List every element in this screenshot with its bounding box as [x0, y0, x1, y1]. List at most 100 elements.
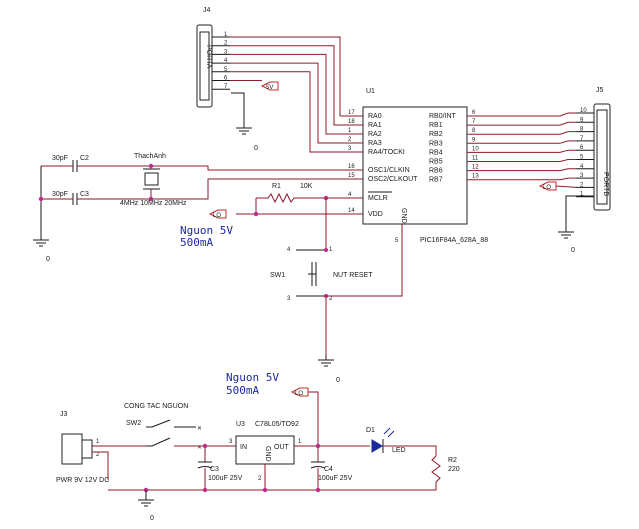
c3x-value: 30pF — [52, 191, 68, 198]
u1-pin-rb7: RB7 — [429, 177, 443, 184]
u1-pin-rb0-int: RB0/INT — [429, 113, 457, 120]
j4-5v-label: 5V — [266, 85, 273, 91]
c3-value: 100uF 25V — [208, 475, 243, 482]
j3-pin2: 2 — [96, 452, 100, 458]
ground-crystal-label: 0 — [46, 256, 50, 263]
power-supply-section: Nguon 5V 500mA LO J3 PWR 9V 12V DC 1 2 C… — [56, 371, 460, 522]
c2-ref: C2 — [80, 155, 89, 162]
j4-pin-3: 3 — [224, 49, 228, 55]
u1-pin-rb3: RB3 — [429, 140, 443, 147]
u1-pin-num-2: 2 — [348, 137, 352, 143]
c4-value: 100uF 25V — [318, 475, 353, 482]
c4-ref: C4 — [324, 466, 333, 473]
sw2-label: CONG TAC NGUON — [124, 403, 188, 410]
u1-pin-num-6: 6 — [472, 110, 476, 116]
crystal-name: ThachAnh — [134, 153, 166, 160]
u1-pin-num-3: 3 — [348, 146, 352, 152]
ground-j4: 0 — [231, 92, 258, 152]
j3-pin1: 1 — [96, 439, 100, 445]
sw1-pin-b: 3 — [287, 296, 291, 302]
u3-gnd: GND — [264, 446, 271, 462]
supply-lo-label: LO — [295, 391, 303, 397]
u3-part: C78L05/TO92 — [255, 421, 299, 428]
ground-reset-label: 0 — [336, 377, 340, 384]
u1-pin-num-1: 1 — [348, 128, 352, 134]
u1-gnd-label: GND — [400, 208, 407, 224]
j4-5v-port: 5V — [260, 81, 279, 91]
reset-lo-label: LO — [213, 213, 221, 219]
ground-j4-label: 0 — [254, 145, 258, 152]
u1-gnd-pin: 5 — [395, 238, 399, 244]
c3-ref: C3 — [210, 466, 219, 473]
d1-ref: D1 — [366, 427, 375, 434]
u3-ref: U3 — [236, 421, 245, 428]
u1-part: PIC16F84A_628A_88 — [420, 237, 488, 244]
j5-pin-8: 8 — [580, 127, 584, 133]
ground-supply-label: 0 — [150, 515, 154, 522]
u1-pin-rb5: RB5 — [429, 159, 443, 166]
u1-pin-num-18: 18 — [348, 119, 355, 125]
u1-pin-num-13: 13 — [472, 174, 479, 180]
j5-pin-7: 7 — [580, 136, 584, 142]
j4-label: PORTA — [205, 45, 212, 69]
u1-pin-osc2-clkout: OSC2/CLKOUT — [368, 176, 418, 183]
r2-ref: R2 — [448, 457, 457, 464]
j4-pin-6: 6 — [224, 76, 228, 82]
u3-pin-in: 3 — [229, 439, 233, 445]
sw1-pin-c: 1 — [329, 247, 333, 253]
j5-pin-1: 1 — [580, 192, 584, 198]
sw1-label: NUT RESET — [333, 272, 373, 279]
r2-value: 220 — [448, 466, 460, 473]
r1-ref: R1 — [272, 183, 281, 190]
ground-j5: 0 — [558, 195, 594, 254]
portb-bus — [490, 112, 577, 188]
j5-label: PORTB — [602, 172, 609, 196]
u1-pin-mclr: MCLR — [368, 195, 388, 202]
u1-pin-num-8: 8 — [472, 128, 476, 134]
u3-pin-out: 1 — [298, 439, 302, 445]
j5-pin-3: 3 — [580, 173, 584, 179]
power-note-1-line1: Nguon 5V — [180, 224, 233, 237]
c3x-ref: C3 — [80, 191, 89, 198]
u1-pin-num-4: 4 — [348, 192, 352, 198]
j5-pin-2: 2 — [580, 182, 584, 188]
u1-pin-vdd: VDD — [368, 211, 383, 218]
j5-pin-10: 10 — [580, 108, 587, 114]
j3-label: PWR 9V 12V DC — [56, 477, 109, 484]
u1-pin-ra0: RA0 — [368, 113, 382, 120]
j5-pin-5: 5 — [580, 155, 584, 161]
sw1-pin-d: 2 — [329, 296, 333, 302]
u1-pin-osc1-clkin: OSC1/CLKIN — [368, 167, 410, 174]
j5-pin-9: 9 — [580, 117, 584, 123]
crystal-section: ThachAnh 4MHz 10MHz 20MHz 30pF C2 30pF C… — [33, 153, 363, 263]
u1-pin-rb6: RB6 — [429, 168, 443, 175]
j4-pin-4: 4 — [224, 58, 228, 64]
j4-pin-2: 2 — [224, 41, 228, 47]
u1-pin-ra1: RA1 — [368, 122, 382, 129]
u1-pin-num-17: 17 — [348, 110, 355, 116]
u1-ref: U1 — [366, 88, 375, 95]
d1-label: LED — [392, 447, 406, 454]
u3-out: OUT — [274, 444, 290, 451]
j4-pin-1: 1 — [224, 32, 228, 38]
u1-pin-ra3: RA3 — [368, 140, 382, 147]
u1-pin-num-16: 16 — [348, 164, 355, 170]
sw1-ref: SW1 — [270, 272, 285, 279]
u1-pin-rb1: RB1 — [429, 122, 443, 129]
u1-pin-num-12: 12 — [472, 165, 479, 171]
u1-pin-num-10: 10 — [472, 146, 479, 152]
j5-ref: J5 — [596, 87, 604, 94]
crystal-freqs: 4MHz 10MHz 20MHz — [120, 200, 187, 207]
u1-pin-rb2: RB2 — [429, 131, 443, 138]
c2-value: 30pF — [52, 155, 68, 162]
sw1-pin-a: 4 — [287, 247, 291, 253]
u3-in: IN — [240, 444, 247, 451]
reset-section: R1 10K LO Nguon 5V 500mA 4 1 3 2 SW1 NUT… — [180, 183, 403, 384]
u1-pin-ra4-tocki: RA4/TOCKI — [368, 149, 405, 156]
j5-lo-port: LO — [538, 181, 557, 191]
sw2-ref: SW2 — [126, 420, 141, 427]
